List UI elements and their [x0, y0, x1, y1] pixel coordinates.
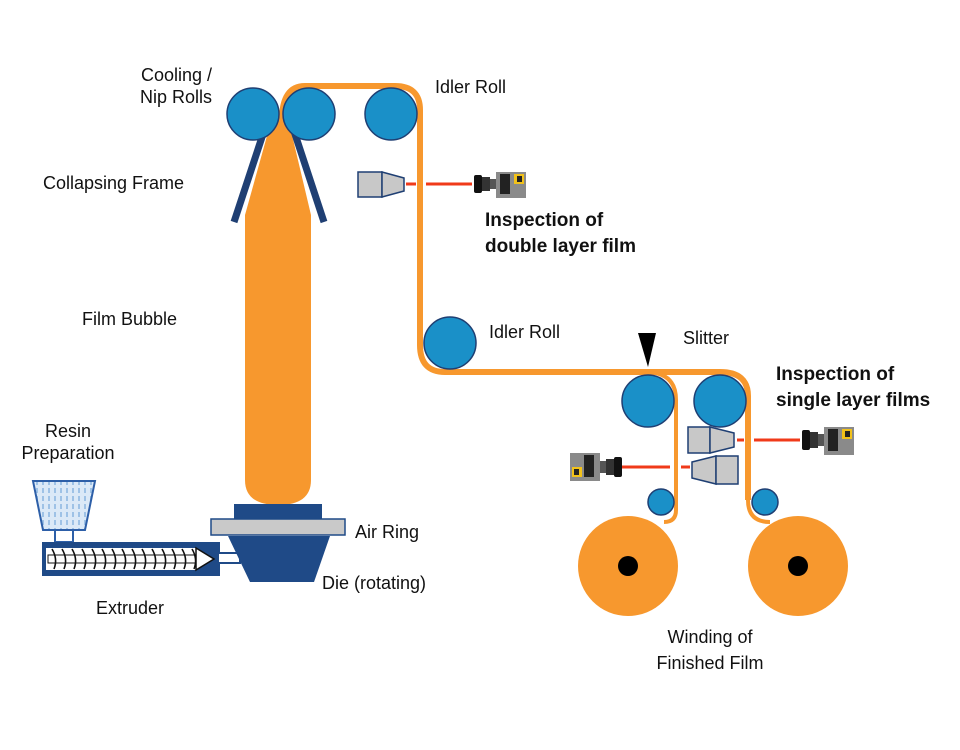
winder-right-core — [788, 556, 808, 576]
slit-roll-right — [693, 374, 747, 428]
label-idler-roll-mid: Idler Roll — [489, 322, 561, 342]
label-die: Die (rotating) — [322, 573, 427, 593]
film-bubble — [245, 118, 311, 505]
screw-flight — [121, 548, 127, 570]
idler-roll-top — [364, 87, 418, 141]
screw-flight — [111, 548, 117, 570]
label-air-ring: Air Ring — [355, 522, 420, 542]
collapsing-frame-left — [230, 126, 269, 224]
label-cooling-nip-rolls: Cooling / Nip Rolls — [100, 64, 212, 108]
collapsing-frame-right — [289, 126, 328, 224]
label-line: Inspection of — [485, 210, 604, 231]
label-line: Nip Rolls — [139, 87, 212, 107]
label-slitter: Slitter — [683, 328, 730, 348]
label-inspection-double: Inspection of double layer film — [485, 210, 636, 258]
screw-flight — [51, 548, 57, 570]
screw-flight — [71, 548, 77, 570]
label-line: Cooling / — [140, 65, 212, 85]
screw-flight — [91, 548, 97, 570]
screw-flight — [181, 548, 187, 570]
hopper-icon — [31, 480, 97, 531]
label-line: double layer film — [485, 236, 636, 257]
nip-roll-left — [226, 87, 280, 141]
label-film-bubble: Film Bubble — [82, 309, 178, 329]
camera-double-icon — [474, 172, 526, 198]
camera-single-right-icon — [802, 427, 854, 455]
label-line: Preparation — [21, 443, 115, 463]
label-line: Inspection of — [776, 364, 895, 385]
nip-roll-right — [282, 87, 336, 141]
label-collapsing-frame: Collapsing Frame — [43, 173, 185, 193]
label-extruder: Extruder — [96, 598, 165, 618]
label-line: Winding of — [667, 627, 753, 647]
screw-flight — [141, 548, 147, 570]
guide-roll-left — [647, 488, 675, 516]
film-web-right-branch — [746, 499, 771, 524]
light-source-single-top-icon — [687, 426, 735, 454]
label-winding-finished-film: Winding of Finished Film — [640, 626, 780, 674]
label-inspection-single: Inspection of single layer films — [776, 364, 930, 412]
die-top — [234, 504, 322, 522]
screw-flight — [151, 548, 157, 570]
screw-flight — [171, 548, 177, 570]
label-idler-roll-top: Idler Roll — [435, 77, 507, 97]
label-resin-preparation: Resin Preparation — [8, 420, 128, 464]
light-source-single-bottom-icon — [691, 455, 739, 485]
extruder-outlet — [217, 552, 241, 564]
winder-left-core — [618, 556, 638, 576]
screw-flight — [81, 548, 87, 570]
die-body — [228, 536, 330, 582]
idler-roll-mid — [423, 316, 477, 370]
camera-single-left-icon — [570, 453, 622, 481]
air-ring-icon — [210, 518, 346, 536]
slit-roll-left — [621, 374, 675, 428]
label-line: Resin — [44, 421, 92, 441]
screw-flight — [131, 548, 137, 570]
screw-flight — [101, 548, 107, 570]
screw-flight — [61, 548, 67, 570]
film-web-path — [279, 83, 751, 500]
slitter-blade-icon — [638, 333, 656, 367]
guide-roll-right — [751, 488, 779, 516]
screw-flight — [161, 548, 167, 570]
hopper-neck — [54, 529, 74, 543]
screw-tip — [195, 546, 216, 572]
label-line: single layer films — [776, 390, 931, 411]
label-line: Finished Film — [656, 653, 764, 673]
film-web-left-branch — [644, 370, 678, 524]
light-source-double-icon — [357, 171, 405, 198]
